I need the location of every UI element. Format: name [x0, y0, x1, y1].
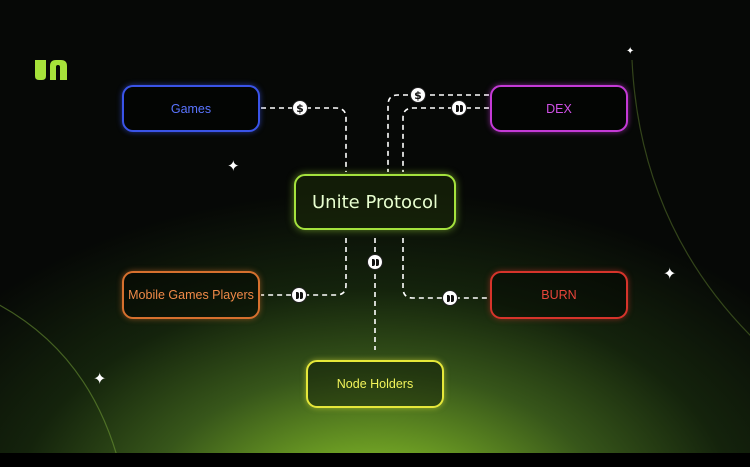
dollar-symbol: $ — [414, 88, 422, 102]
dollar-coin-icon: $ — [292, 100, 308, 116]
node-holders-node: Node Holders — [306, 360, 444, 408]
games-node: Games — [122, 85, 260, 132]
sparkle-star-icon: ✦ — [93, 369, 107, 388]
sparkle-star-icon: ✦ — [227, 157, 240, 175]
connector-dex-inner — [402, 107, 489, 172]
unite-protocol-node: Unite Protocol — [294, 174, 456, 230]
bottom-bar — [0, 453, 750, 467]
unite-protocol-label: Unite Protocol — [312, 191, 438, 213]
connector-dex-outer — [387, 94, 489, 172]
mobile-games-players-label: Mobile Games Players — [128, 288, 254, 302]
connector-games — [261, 107, 347, 172]
connector-burn — [402, 238, 489, 299]
sparkle-star-icon: ✦ — [663, 264, 677, 283]
games-label: Games — [170, 101, 212, 116]
burn-node: BURN — [490, 271, 628, 319]
sparkle-star-icon: ✦ — [626, 46, 635, 57]
mobile-games-players-node: Mobile Games Players — [122, 271, 260, 319]
burn-label: BURN — [541, 288, 577, 302]
unite-token-icon — [367, 254, 383, 270]
dex-node: DEX — [490, 85, 628, 132]
connector-mobile — [261, 238, 347, 296]
unite-token-icon — [451, 100, 467, 116]
node-holders-label: Node Holders — [336, 377, 414, 391]
decor-arc-left — [0, 304, 121, 467]
unite-token-icon — [442, 290, 458, 306]
dollar-symbol: $ — [296, 101, 304, 115]
unite-logo-icon — [35, 60, 67, 80]
dex-label: DEX — [546, 101, 572, 116]
unite-token-icon — [291, 287, 307, 303]
decor-arc-right — [631, 59, 750, 336]
dollar-coin-icon: $ — [410, 87, 426, 103]
